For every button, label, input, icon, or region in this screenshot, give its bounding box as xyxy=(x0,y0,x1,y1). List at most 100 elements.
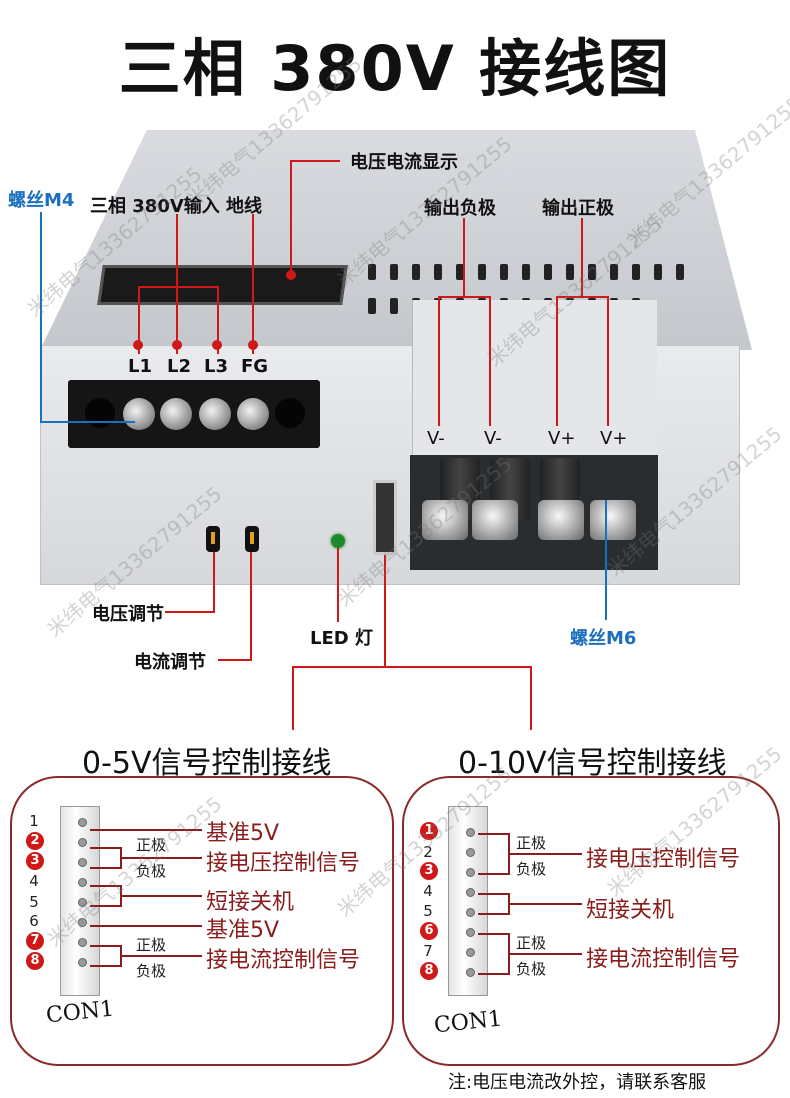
label-negative: 负极 xyxy=(136,962,167,980)
pin-slot xyxy=(466,968,475,977)
terminal-screw-fg xyxy=(237,398,269,430)
connector-body xyxy=(448,806,488,996)
pin-6: 6 xyxy=(420,922,438,940)
pin-7: 7 xyxy=(423,942,433,960)
wire xyxy=(90,925,202,927)
leader-line xyxy=(252,214,254,354)
wire xyxy=(478,973,508,975)
output-screw xyxy=(472,500,518,540)
label-voltage-control: 接电压控制信号 xyxy=(206,851,361,876)
pin-slot xyxy=(466,828,475,837)
leader-line xyxy=(530,666,532,730)
pin-slot xyxy=(78,838,87,847)
pin-slot xyxy=(466,868,475,877)
leader-dot xyxy=(286,270,296,280)
label-positive: 正极 xyxy=(516,934,547,952)
output-screw xyxy=(422,500,468,540)
screw-m6-label: 螺丝M6 xyxy=(570,628,637,649)
pin-slot xyxy=(466,928,475,937)
leader-line-blue xyxy=(605,500,607,620)
pin-1: 1 xyxy=(420,822,438,840)
output-negative-label: 输出负极 xyxy=(424,198,496,219)
leader-line xyxy=(138,286,218,288)
pin-7: 7 xyxy=(26,932,44,950)
leader-line-blue xyxy=(40,421,135,423)
leader-line xyxy=(165,611,215,613)
label-voltage-control: 接电压控制信号 xyxy=(586,847,741,872)
terminal-screw-l1 xyxy=(123,398,155,430)
pin-8: 8 xyxy=(26,952,44,970)
voltage-current-display xyxy=(97,265,348,305)
leader-dot xyxy=(172,340,182,350)
terminal-hole xyxy=(85,398,115,428)
pin-1: 1 xyxy=(29,812,39,830)
leader-line xyxy=(250,552,252,660)
leader-line xyxy=(463,218,465,296)
label-ref-5v: 基准5V xyxy=(206,821,280,846)
pin-4: 4 xyxy=(423,882,433,900)
leader-line xyxy=(607,296,609,426)
terminal-screw-l2 xyxy=(160,398,192,430)
pin-2: 2 xyxy=(26,832,44,850)
screw-m4-label: 螺丝M4 xyxy=(8,190,75,211)
leader-line xyxy=(290,160,340,162)
terminal-label-l2: L2 xyxy=(167,356,191,377)
pin-slot xyxy=(78,858,87,867)
pin-slot xyxy=(466,908,475,917)
label-negative: 负极 xyxy=(516,860,547,878)
wire xyxy=(120,847,122,869)
pin-slot xyxy=(466,888,475,897)
wire xyxy=(508,833,510,875)
terminal-hole xyxy=(275,398,305,428)
pin-3: 3 xyxy=(420,862,438,880)
wire xyxy=(508,893,510,915)
output-label-vplus-2: V+ xyxy=(600,428,628,449)
label-short-shutdown: 短接关机 xyxy=(206,890,295,915)
pin-slot xyxy=(78,818,87,827)
led-label: LED 灯 xyxy=(310,628,373,649)
output-screw xyxy=(590,500,636,540)
leader-line xyxy=(384,555,386,667)
label-ref-5v: 基准5V xyxy=(206,918,280,943)
wire xyxy=(90,847,120,849)
leader-line xyxy=(556,296,608,298)
wire xyxy=(90,829,202,831)
output-cover xyxy=(412,300,657,455)
terminal-screw-l3 xyxy=(199,398,231,430)
input-ground-label: 三相 380V输入 地线 xyxy=(90,196,263,217)
wire xyxy=(122,955,202,957)
output-label-v-2: V- xyxy=(484,428,502,449)
wire xyxy=(90,945,120,947)
current-adjust-label: 电流调节 xyxy=(134,652,206,673)
leader-dot xyxy=(248,340,258,350)
wire xyxy=(90,885,120,887)
wire xyxy=(510,903,582,905)
pin-4: 4 xyxy=(29,872,39,890)
wire xyxy=(120,885,122,907)
terminal-label-fg: FG xyxy=(241,356,269,377)
wire xyxy=(478,913,508,915)
leader-line xyxy=(217,286,219,354)
voltage-adjust-pot[interactable] xyxy=(206,526,220,552)
leader-dot xyxy=(133,340,143,350)
pin-6: 6 xyxy=(29,912,39,930)
leader-line xyxy=(438,296,440,426)
label-positive: 正极 xyxy=(516,834,547,852)
leader-line xyxy=(290,160,292,275)
wire xyxy=(122,857,202,859)
leader-line xyxy=(438,296,490,298)
leader-line xyxy=(218,659,252,661)
panel-right-title: 0-10V信号控制接线 xyxy=(458,746,727,781)
label-positive: 正极 xyxy=(136,836,167,854)
footer-note: 注:电压电流改外控，请联系客服 xyxy=(448,1072,707,1093)
label-short-shutdown: 短接关机 xyxy=(586,898,675,923)
leader-line xyxy=(138,286,140,354)
wire xyxy=(90,905,120,907)
wire xyxy=(510,953,582,955)
wire xyxy=(122,895,202,897)
pin-slot xyxy=(466,848,475,857)
output-label-v-1: V- xyxy=(427,428,445,449)
current-adjust-pot[interactable] xyxy=(245,526,259,552)
terminal-label-l1: L1 xyxy=(128,356,152,377)
led-indicator xyxy=(331,534,345,548)
